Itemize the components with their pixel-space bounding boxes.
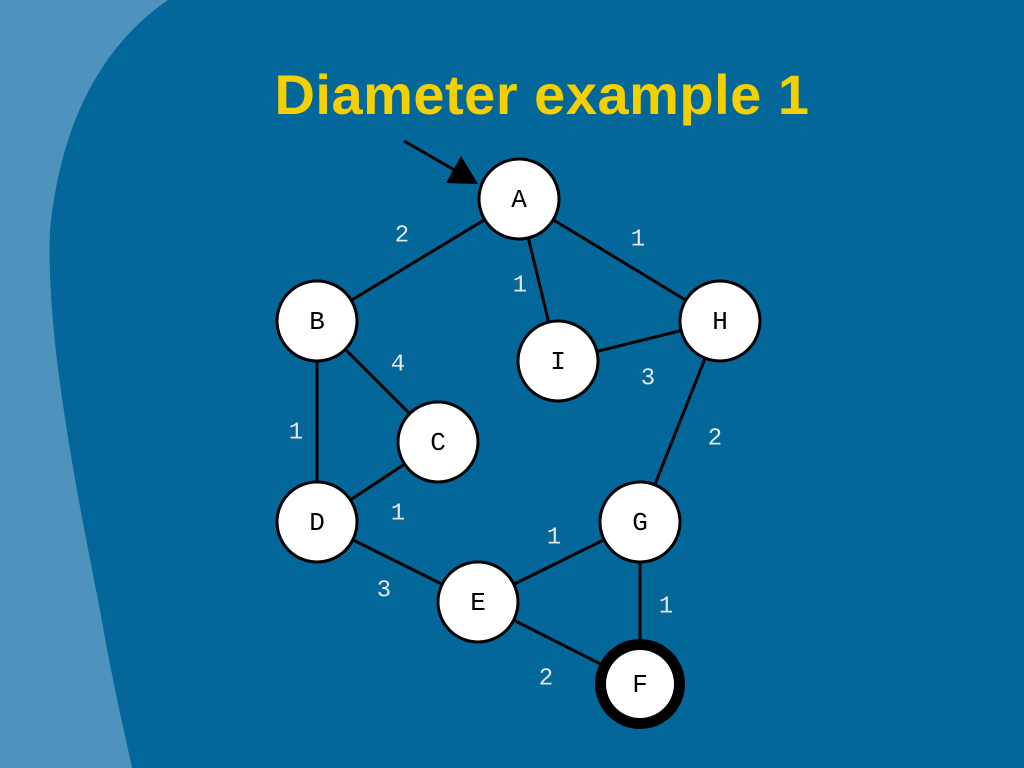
- node-h-label: H: [712, 307, 728, 337]
- node-i-label: I: [550, 347, 566, 377]
- weight-label-b-c: 4: [391, 352, 405, 379]
- weight-label-i-h: 3: [641, 366, 655, 393]
- node-b-circle: [275, 279, 359, 363]
- node-g-label: G: [632, 508, 648, 538]
- start-arrow-shaft: [403, 139, 459, 174]
- side-panel-shape: [0, 0, 168, 768]
- node-g-circle: [598, 480, 682, 564]
- weight-label-a-b: 2: [395, 223, 409, 250]
- node-d: D: [275, 480, 359, 564]
- node-d-circle: [275, 480, 359, 564]
- weight-label-a-h: 1: [631, 227, 645, 254]
- start-arrow: [403, 139, 478, 184]
- node-f-circle: [606, 650, 674, 718]
- node-b: B: [275, 279, 359, 363]
- node-e-label: E: [470, 588, 486, 618]
- weight-label-d-e: 3: [377, 578, 391, 605]
- weight-label-c-d: 1: [391, 501, 405, 528]
- node-i: I: [516, 319, 600, 403]
- node-a-circle: [477, 157, 561, 241]
- weight-label-g-f: 1: [659, 594, 673, 621]
- node-f-label: F: [632, 670, 648, 700]
- weight-label-e-f: 2: [539, 666, 553, 693]
- node-h-circle: [678, 279, 762, 363]
- node-b-label: B: [309, 307, 325, 337]
- node-c: C: [396, 400, 480, 484]
- node-c-label: C: [430, 428, 446, 458]
- node-e: E: [436, 560, 520, 644]
- slide-title: Diameter example 1: [274, 63, 810, 126]
- weight-label-e-g: 1: [547, 525, 561, 552]
- node-d-label: D: [309, 508, 325, 538]
- nodes: A B C D E F G H I: [275, 157, 762, 729]
- weight-label-a-i: 1: [513, 273, 527, 300]
- start-arrow-head: [446, 156, 478, 184]
- node-a-label: A: [511, 185, 527, 215]
- weight-label-b-d: 1: [289, 420, 303, 447]
- node-f: F: [595, 639, 685, 729]
- weight-label-h-g: 2: [708, 426, 722, 453]
- node-a: A: [477, 157, 561, 241]
- node-c-circle: [396, 400, 480, 484]
- node-e-circle: [436, 560, 520, 644]
- node-i-circle: [516, 319, 600, 403]
- edge-weights: 2 1 1 4 1 1 3 2 3 1 2 1: [289, 223, 722, 693]
- node-h: H: [678, 279, 762, 363]
- node-g: G: [598, 480, 682, 564]
